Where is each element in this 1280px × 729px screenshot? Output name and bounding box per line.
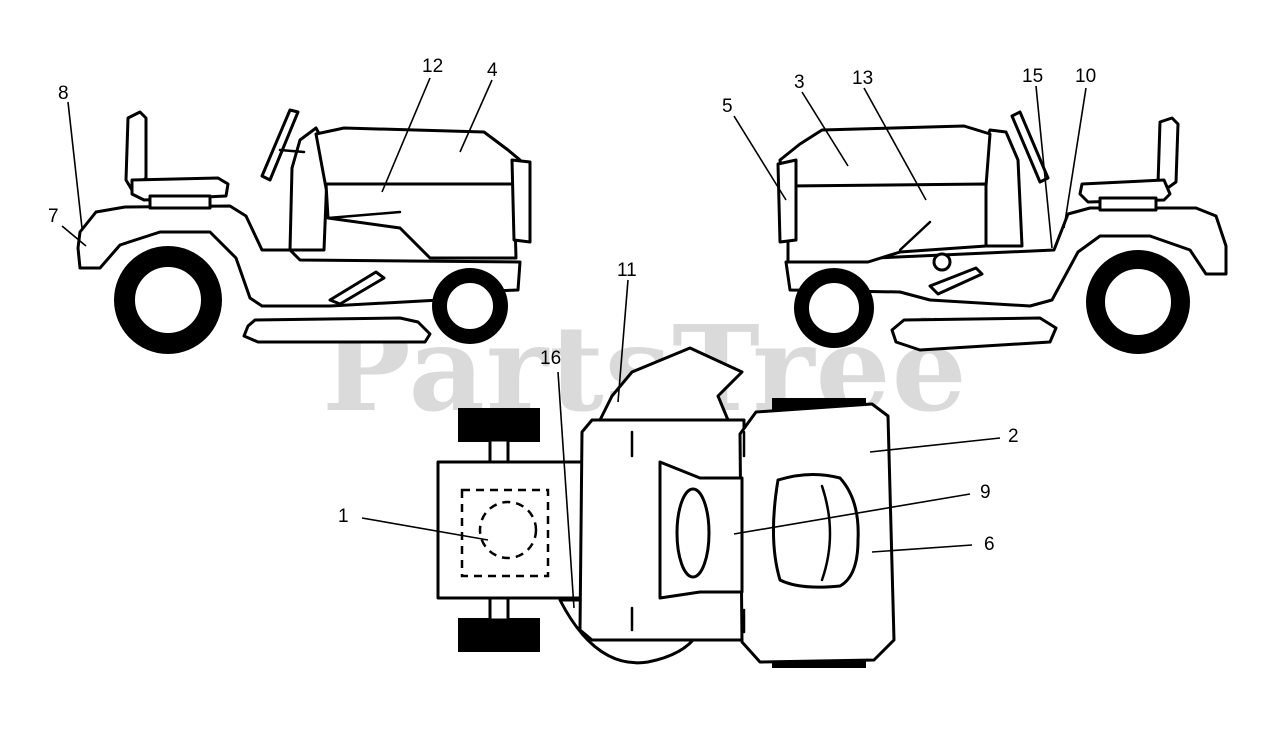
callout-15: 15 bbox=[1022, 66, 1043, 87]
right-rear-hub bbox=[1103, 267, 1173, 337]
right-hood bbox=[778, 124, 992, 190]
top-rear-axle-upper bbox=[488, 438, 510, 466]
left-hood bbox=[314, 126, 522, 190]
top-discharge-chute bbox=[598, 346, 744, 422]
callout-16: 16 bbox=[540, 348, 561, 369]
left-hood-side bbox=[324, 182, 518, 260]
leader-10 bbox=[1063, 87, 1087, 229]
top-rear-tire-lower bbox=[458, 618, 540, 652]
left-steering-column bbox=[278, 148, 306, 154]
leader-5 bbox=[733, 115, 787, 201]
callout-11: 11 bbox=[617, 260, 637, 281]
left-seat-back bbox=[124, 110, 148, 192]
leader-1 bbox=[361, 517, 489, 541]
top-rear-axle-lower bbox=[488, 594, 510, 622]
callout-1: 1 bbox=[338, 506, 349, 527]
leader-6 bbox=[871, 544, 973, 553]
callout-10: 10 bbox=[1075, 66, 1096, 87]
left-rear-hub bbox=[133, 265, 203, 335]
top-hood-vent-line bbox=[820, 484, 832, 582]
right-rear-fender bbox=[784, 206, 1228, 308]
right-grille bbox=[776, 158, 798, 244]
left-seat-support bbox=[148, 194, 212, 210]
top-rear-tire-upper bbox=[458, 408, 540, 442]
leader-lines bbox=[61, 77, 1087, 609]
leader-15 bbox=[1035, 85, 1053, 249]
left-grille bbox=[510, 158, 532, 244]
callout-2: 2 bbox=[1008, 426, 1019, 447]
right-hood-side bbox=[786, 182, 988, 264]
right-foot-lever bbox=[928, 266, 984, 296]
tractor-right-side-view bbox=[776, 110, 1228, 354]
callout-5: 5 bbox=[722, 96, 733, 117]
leader-4 bbox=[459, 79, 493, 153]
callout-7: 7 bbox=[48, 206, 59, 227]
callout-13: 13 bbox=[852, 68, 873, 89]
leader-7 bbox=[61, 225, 87, 247]
callout-8: 8 bbox=[58, 83, 69, 104]
right-lever-knob bbox=[932, 252, 952, 272]
right-hood-crease bbox=[898, 220, 932, 252]
left-mower-deck bbox=[242, 316, 432, 344]
callout-numbers: 8 7 12 4 5 3 13 15 10 11 16 1 2 9 6 bbox=[48, 56, 1096, 555]
leader-8 bbox=[67, 101, 83, 229]
callout-6: 6 bbox=[984, 534, 995, 555]
callout-12: 12 bbox=[422, 56, 443, 77]
callout-3: 3 bbox=[794, 72, 805, 93]
leader-11 bbox=[617, 279, 629, 403]
right-front-hub bbox=[807, 281, 861, 335]
leader-2 bbox=[869, 437, 1001, 453]
top-hood-vent bbox=[771, 473, 860, 589]
callout-4: 4 bbox=[487, 60, 498, 81]
callout-9: 9 bbox=[980, 482, 991, 503]
left-hood-crease bbox=[326, 210, 402, 220]
tractor-left-side-view bbox=[76, 108, 532, 354]
leader-9 bbox=[733, 493, 971, 535]
leader-13 bbox=[863, 87, 927, 201]
left-steering-wheel bbox=[260, 108, 300, 182]
top-steering-wheel bbox=[675, 487, 711, 579]
tractor-top-view bbox=[436, 346, 896, 668]
top-seat-circle bbox=[478, 500, 538, 560]
left-foot-step bbox=[328, 270, 386, 306]
right-mower-deck bbox=[890, 316, 1058, 352]
right-steering-wheel bbox=[1010, 110, 1050, 184]
left-dash-tower bbox=[288, 126, 330, 252]
leader-16 bbox=[557, 371, 575, 609]
leader-3 bbox=[801, 91, 849, 167]
right-seat-support bbox=[1098, 196, 1158, 212]
left-front-hub bbox=[445, 281, 495, 331]
top-seat-outline bbox=[460, 488, 550, 578]
leader-12 bbox=[381, 77, 431, 193]
